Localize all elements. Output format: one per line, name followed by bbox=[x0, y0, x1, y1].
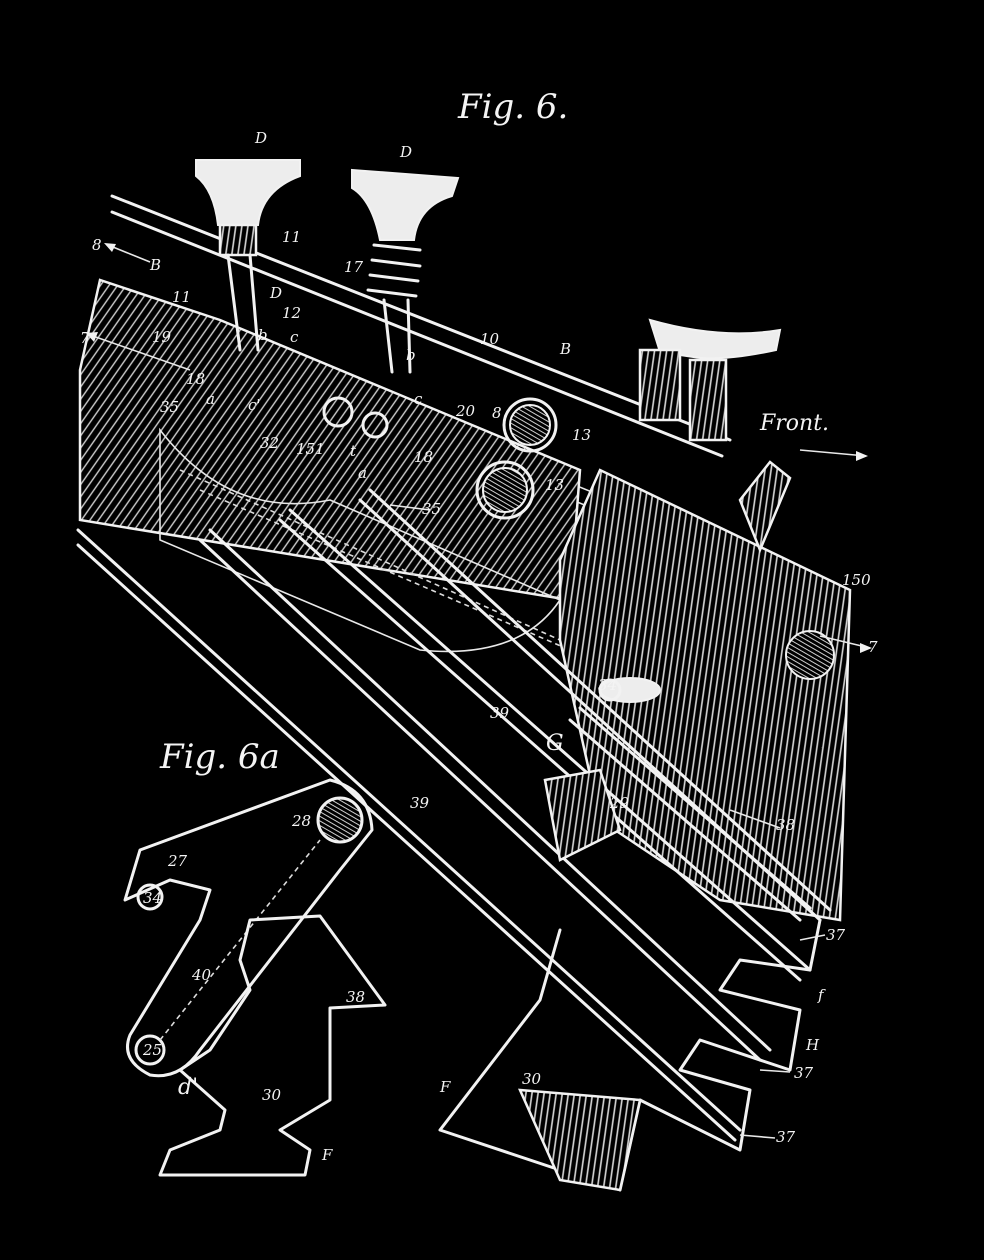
label-25: 25 bbox=[142, 1041, 162, 1059]
front-key bbox=[638, 318, 782, 442]
label-H: H bbox=[805, 1036, 820, 1054]
label-8: 8 bbox=[92, 236, 102, 254]
label-a1: a bbox=[206, 390, 215, 408]
key-stem-left bbox=[195, 159, 301, 352]
label-b1: b bbox=[258, 326, 268, 344]
label-B2: B bbox=[559, 340, 571, 358]
label-38b: 38 bbox=[346, 988, 365, 1006]
rods-39 bbox=[76, 488, 832, 1142]
label-34a: 34 bbox=[598, 676, 617, 694]
lower-frame bbox=[438, 768, 822, 1192]
fig6-title: Fig. 6. bbox=[457, 87, 568, 127]
label-a2: a bbox=[358, 464, 367, 482]
label-F2: F bbox=[321, 1146, 333, 1164]
label-27: 27 bbox=[167, 852, 188, 870]
label-11b: 11 bbox=[172, 288, 191, 306]
fig6a-title: Fig. 6a bbox=[159, 737, 280, 777]
label-20: 20 bbox=[455, 402, 476, 420]
pivot-151 bbox=[322, 396, 389, 439]
leader-lines bbox=[389, 504, 826, 1139]
label-18b: 18 bbox=[414, 448, 433, 466]
roller-upper bbox=[502, 397, 558, 453]
label-35b: 35 bbox=[422, 500, 441, 518]
label-37c: 37 bbox=[776, 1128, 796, 1146]
label-B1: B bbox=[149, 256, 161, 274]
label-G: G bbox=[546, 731, 564, 756]
main-body-plate bbox=[78, 278, 582, 653]
label-13a: 13 bbox=[572, 426, 591, 444]
label-40: 40 bbox=[191, 966, 212, 984]
label-18a: 18 bbox=[186, 370, 205, 388]
label-b2: b bbox=[406, 346, 416, 364]
label-13b: 13 bbox=[545, 476, 564, 494]
label-150: 150 bbox=[842, 571, 871, 589]
label-19: 19 bbox=[152, 328, 172, 346]
label-11a: 11 bbox=[282, 228, 301, 246]
label-t: t bbox=[350, 442, 357, 460]
label-D2: D bbox=[399, 143, 412, 161]
label-17: 17 bbox=[344, 258, 364, 276]
label-39b: 39 bbox=[410, 794, 430, 812]
label-28: 28 bbox=[291, 812, 311, 830]
key-stem-right bbox=[351, 168, 460, 374]
label-30a: 30 bbox=[522, 1070, 542, 1088]
label-D3: D bbox=[269, 284, 282, 302]
label-F1: F bbox=[439, 1078, 451, 1096]
label-34b: 34 bbox=[143, 889, 162, 907]
label-7b: 7 bbox=[868, 638, 878, 656]
label-10: 10 bbox=[480, 330, 500, 348]
label-D1: D bbox=[254, 129, 267, 147]
label-32: 32 bbox=[260, 434, 279, 452]
label-c3: c bbox=[414, 390, 423, 408]
direction-arrows bbox=[86, 243, 872, 653]
label-37b: 37 bbox=[794, 1064, 814, 1082]
label-8b: 8 bbox=[492, 404, 502, 422]
label-f: f bbox=[817, 986, 826, 1004]
roller-lower bbox=[475, 460, 535, 520]
front-label: Front. bbox=[759, 411, 829, 436]
label-d: d' bbox=[178, 1075, 198, 1100]
label-29: 29 bbox=[609, 794, 630, 812]
label-37a: 37 bbox=[826, 926, 846, 944]
label-35a: 35 bbox=[160, 398, 179, 416]
label-39a: 39 bbox=[490, 704, 510, 722]
label-38a: 38 bbox=[776, 816, 795, 834]
label-7a: 7 bbox=[80, 329, 90, 347]
label-c2: c bbox=[290, 328, 299, 346]
label-c1: c' bbox=[248, 396, 261, 414]
label-12: 12 bbox=[282, 304, 301, 322]
label-151: 151 bbox=[296, 440, 325, 458]
fig6a-block-30 bbox=[158, 914, 387, 1177]
label-30b: 30 bbox=[262, 1086, 282, 1104]
fig6a-lever bbox=[123, 778, 374, 1078]
